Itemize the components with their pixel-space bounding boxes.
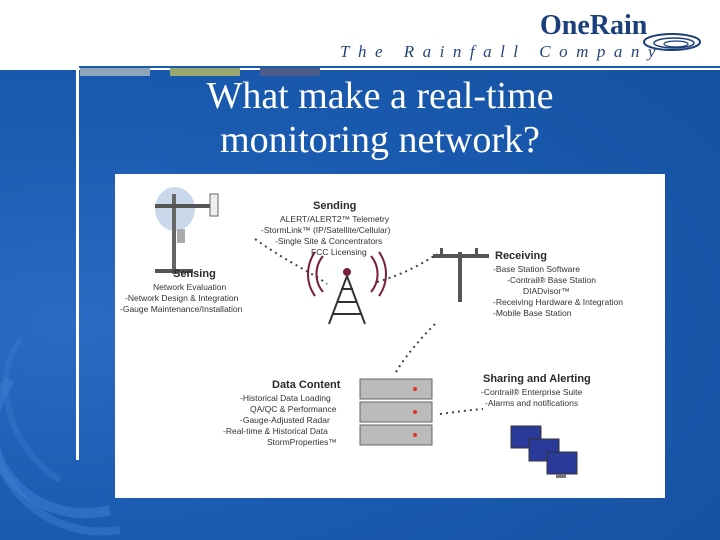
- diagram-panel: Sending ALERT/ALERT2™ Telemetry -StormLi…: [115, 174, 665, 498]
- sending-item-1: ALERT/ALERT2™ Telemetry: [280, 214, 390, 224]
- sending-item-4: FCC Licensing: [311, 247, 367, 257]
- sensing-item-2: -Network Design & Integration: [125, 293, 239, 303]
- radio-tower-icon: [306, 251, 388, 325]
- sending-item-3: -Single Site & Concentrators: [275, 236, 383, 246]
- antenna-icon: [433, 248, 489, 302]
- sensing-title: Sensing: [173, 268, 216, 280]
- title-line-1: What make a real-time: [206, 75, 554, 117]
- sending-title: Sending: [313, 200, 357, 212]
- sharing-item-1: -Contrail® Enterprise Suite: [481, 387, 583, 397]
- receiving-item-3: DIADvisor™: [523, 286, 570, 296]
- header-rule: [78, 66, 720, 68]
- sharing-title: Sharing and Alerting: [483, 373, 591, 385]
- diagram-graphics: [155, 187, 578, 478]
- weather-station-icon: [155, 187, 219, 274]
- data-content-item-4: -Real-time & Historical Data: [223, 426, 328, 436]
- sharing-item-2: -Alarms and notifications: [485, 398, 579, 408]
- monitors-icon: [510, 425, 578, 478]
- receiving-title: Receiving: [495, 250, 547, 262]
- receiving-item-4: -Receiving Hardware & Integration: [493, 297, 623, 307]
- sensing-item-3: -Gauge Maintenance/Installation: [120, 304, 243, 314]
- photo-strip: [80, 66, 370, 76]
- header-bar: [0, 0, 720, 70]
- title-line-2: monitoring network?: [220, 119, 540, 161]
- receiving-item-5: -Mobile Base Station: [493, 308, 572, 318]
- slide-title: What make a real-time monitoring network…: [120, 74, 640, 162]
- data-content-item-2: QA/QC & Performance: [250, 404, 337, 414]
- decorative-swirl: [0, 338, 120, 536]
- sending-item-2: -StormLink™ (IP/Satellite/Cellular): [261, 225, 391, 235]
- company-tagline: The Rainfall Company: [340, 42, 664, 61]
- logo-swoosh-icon: [643, 33, 701, 51]
- sensing-item-1: Network Evaluation: [153, 282, 227, 292]
- data-content-item-5: StormProperties™: [267, 437, 337, 447]
- data-content-item-3: -Gauge-Adjusted Radar: [240, 415, 330, 425]
- receiving-item-2: -Contrail® Base Station: [507, 275, 596, 285]
- receiving-item-1: -Base Station Software: [493, 264, 580, 274]
- onerain-logo: OneRain: [540, 10, 648, 41]
- server-rack-icon: [359, 378, 433, 446]
- vertical-rule: [76, 0, 79, 460]
- data-content-title: Data Content: [272, 379, 341, 391]
- data-content-item-1: -Historical Data Loading: [240, 393, 331, 403]
